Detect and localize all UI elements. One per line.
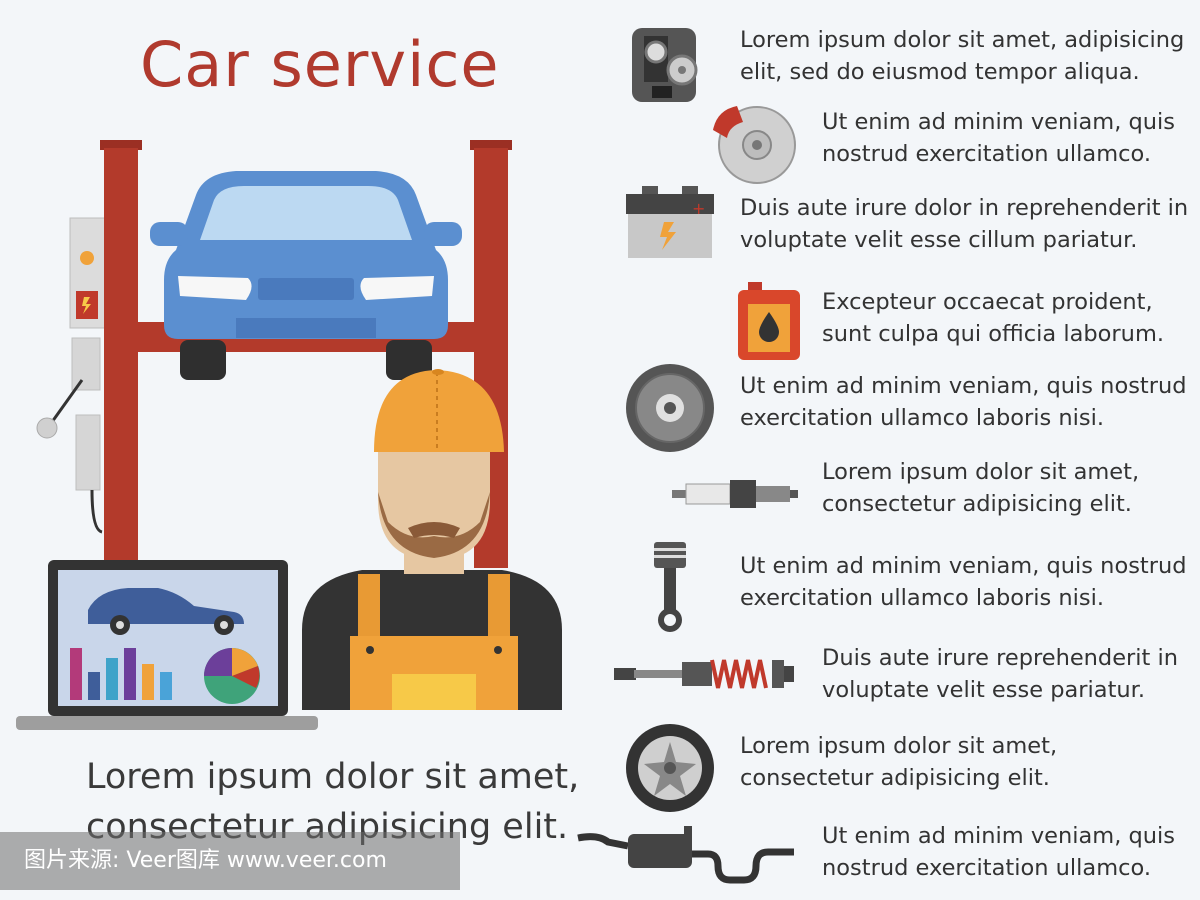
svg-text:+: + <box>692 199 705 218</box>
wheel-icon <box>624 722 716 818</box>
list-item-text: Ut enim ad minim veniam, quis nostrud exe… <box>740 370 1187 434</box>
list-item-text: Excepteur occaecat proident, sunt culpa q… <box>822 286 1164 350</box>
list-item-line1: Lorem ipsum dolor sit amet, <box>740 733 1058 759</box>
car-front-icon <box>150 171 462 380</box>
list-item: Lorem ipsum dolor sit amet, consectetur a… <box>0 724 1200 812</box>
list-item-text: Ut enim ad minim veniam, quis nostrud exe… <box>822 820 1175 884</box>
list-item-line1: Ut enim ad minim veniam, quis <box>822 823 1176 849</box>
list-item-line2: sunt culpa qui officia laborum. <box>822 321 1165 347</box>
list-item-text: Duis aute irure dolor in reprehenderit i… <box>740 192 1188 256</box>
compressor-icon <box>36 217 107 534</box>
list-item-text: Lorem ipsum dolor sit amet, consectetur a… <box>740 730 1057 794</box>
page-title: Car service <box>140 28 500 101</box>
list-item-line2: consectetur adipisicing elit. <box>740 765 1050 791</box>
list-item-text: Lorem ipsum dolor sit amet, consectetur a… <box>822 456 1139 520</box>
battery-icon: + <box>624 182 716 266</box>
list-item-line1: Ut enim ad minim veniam, quis nostrud <box>740 373 1187 399</box>
list-item: Excepteur occaecat proident, sunt culpa q… <box>0 282 1200 364</box>
list-item: Ut enim ad minim veniam, quis nostrud exe… <box>0 364 1200 452</box>
list-item-line1: Duis aute irure reprehenderit in <box>822 645 1179 671</box>
list-item-line2: nostrud exercitation ullamco. <box>822 141 1152 167</box>
exhaust-pipe-icon <box>574 818 798 892</box>
clutch-disc-icon <box>624 362 716 458</box>
service-illustration <box>16 140 562 730</box>
list-item: Lorem ipsum dolor sit amet, consectetur a… <box>0 454 1200 534</box>
list-item-text: Ut enim ad minim veniam, quis nostrud exe… <box>740 550 1187 614</box>
list-item-text: Lorem ipsum dolor sit amet, adipisicing e… <box>740 24 1184 88</box>
list-item: Lorem ipsum dolor sit amet, adipisicing e… <box>0 22 1200 102</box>
list-item-line2: exercitation ullamco laboris nisi. <box>740 585 1105 611</box>
list-item-line2: voluptate velit esse pariatur. <box>822 677 1145 703</box>
list-item: Duis aute irure reprehenderit in voluptat… <box>0 640 1200 720</box>
mechanic-icon <box>302 369 562 710</box>
list-item-line1: Lorem ipsum dolor sit amet, adipisicing <box>740 27 1185 53</box>
brake-disc-icon <box>707 100 797 194</box>
engine-icon <box>626 22 706 116</box>
oil-canister-icon <box>734 280 804 366</box>
spark-plug-icon <box>670 474 800 518</box>
laptop-icon <box>16 560 318 730</box>
list-item-text: Ut enim ad minim veniam, quis nostrud exe… <box>822 106 1175 170</box>
list-item: Ut enim ad minim veniam, quis nostrud exe… <box>0 818 1200 898</box>
list-item-line1: Lorem ipsum dolor sit amet, <box>822 459 1140 485</box>
list-item-line1: Excepteur occaecat proident, <box>822 289 1153 315</box>
list-item-text: Duis aute irure reprehenderit in voluptat… <box>822 642 1178 706</box>
list-item-line1: Ut enim ad minim veniam, quis <box>822 109 1176 135</box>
list-item-line2: elit, sed do eiusmod tempor aliqua. <box>740 59 1140 85</box>
list-item-line2: nostrud exercitation ullamco. <box>822 855 1152 881</box>
shock-absorber-icon <box>612 654 796 698</box>
piston-icon <box>650 540 690 638</box>
list-item-line1: Duis aute irure dolor in reprehenderit i… <box>740 195 1189 221</box>
main-caption-line1: Lorem ipsum dolor sit amet, <box>86 757 580 797</box>
list-item-line1: Ut enim ad minim veniam, quis nostrud <box>740 553 1187 579</box>
list-item: Ut enim ad minim veniam, quis nostrud exe… <box>0 542 1200 632</box>
list-item-line2: voluptate velit esse cillum pariatur. <box>740 227 1138 253</box>
watermark: 图片来源: Veer图库 www.veer.com <box>0 832 460 890</box>
list-item-line2: exercitation ullamco laboris nisi. <box>740 405 1105 431</box>
list-item-line2: consectetur adipisicing elit. <box>822 491 1132 517</box>
list-item: Ut enim ad minim veniam, quis nostrud exe… <box>0 104 1200 184</box>
list-item: + Duis aute irure dolor in reprehenderit … <box>0 186 1200 270</box>
